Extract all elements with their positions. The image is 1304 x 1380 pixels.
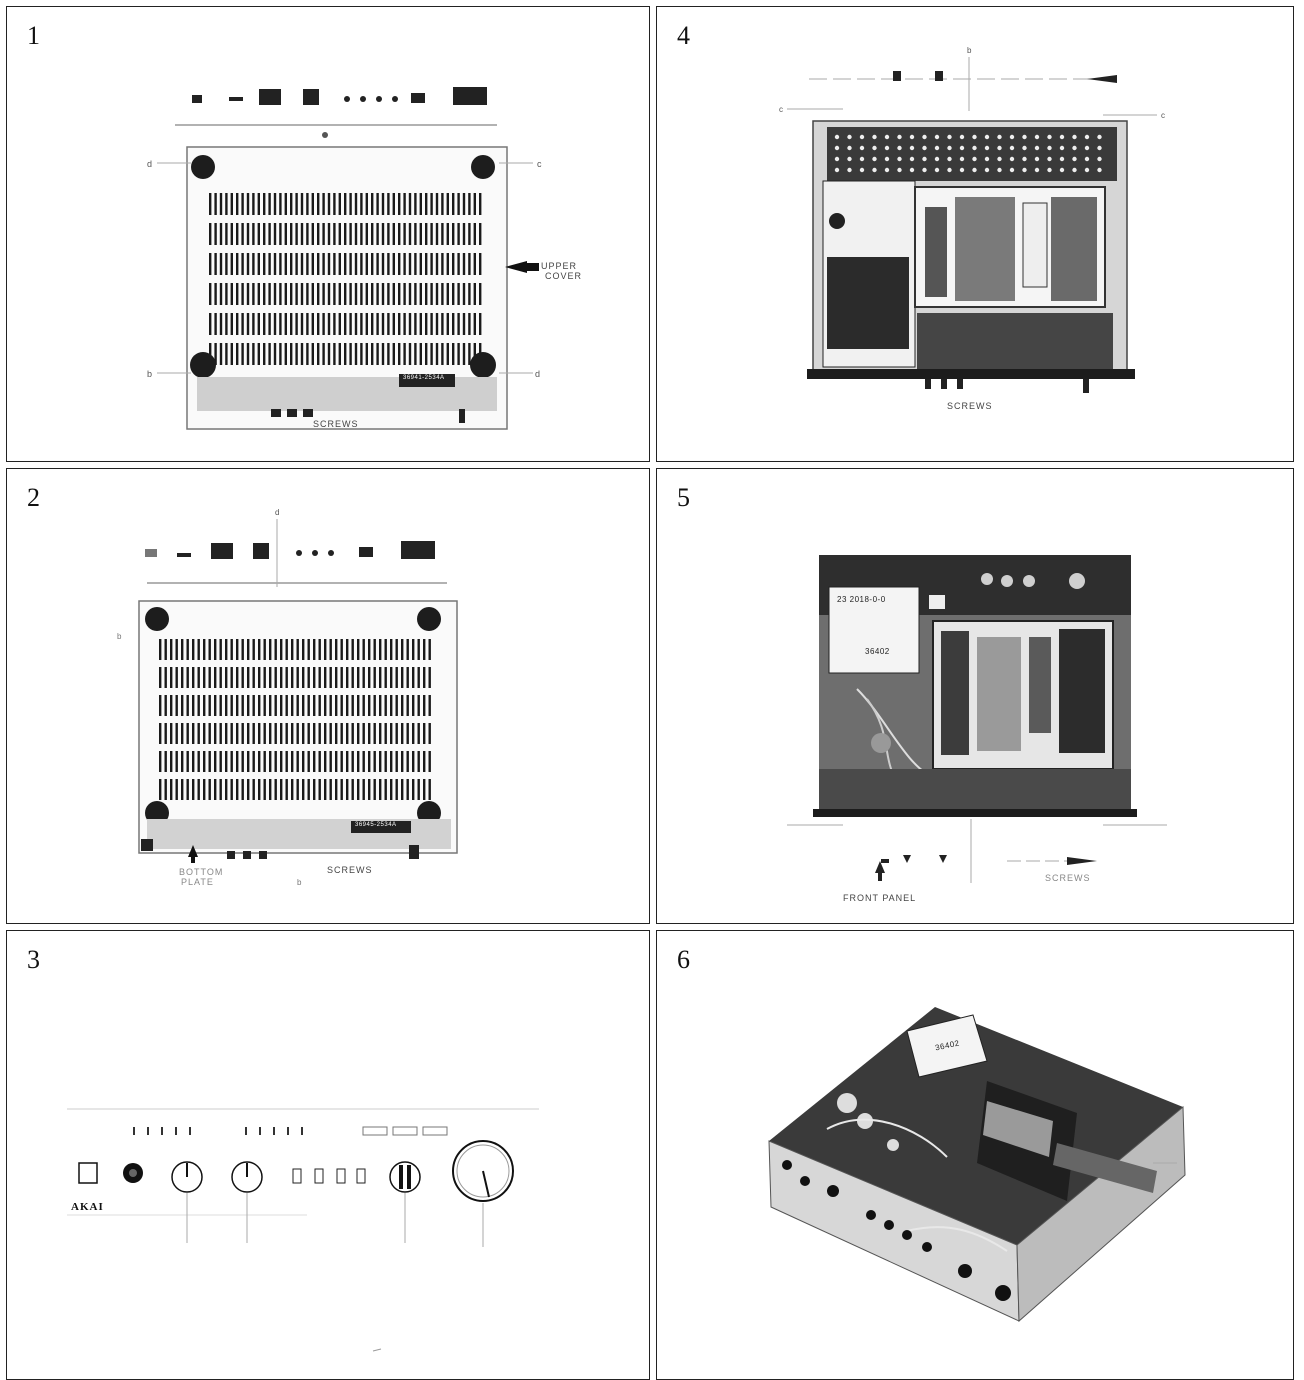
figure-number: 5 [677, 483, 690, 512]
svg-text:c: c [1161, 111, 1165, 120]
svg-text:b: b [297, 878, 302, 887]
screws-label: SCREWS [1045, 873, 1091, 883]
svg-text:b: b [117, 632, 122, 641]
svg-text:d: d [535, 369, 540, 379]
transformer-label-2: 36402 [865, 647, 890, 656]
figure-panel-5: 5 23 2018-0-0 36402 SCREWS FRONT PANEL [656, 468, 1294, 924]
bottom-label: BOTTOM [179, 867, 224, 877]
screws-label: SCREWS [313, 419, 359, 429]
svg-text:c: c [779, 105, 783, 114]
transformer-label-1: 23 2018-0-0 [837, 595, 886, 604]
cover-label: COVER [545, 271, 583, 281]
tag-label: 36941-2534A [403, 375, 445, 381]
plate-label: PLATE [181, 877, 214, 887]
figure-panel-2: 2 d b b 36945-2534A SCREWS BOTTOM PLATE [6, 468, 650, 924]
figure-number: 6 [677, 945, 690, 974]
top-interior-photo: b c c [779, 46, 1165, 393]
svg-text:b: b [967, 46, 972, 55]
figure-number: 4 [677, 21, 690, 50]
bottom-cover-photo: d c b d [147, 87, 542, 430]
bottom-plate-photo: d b b [117, 508, 458, 887]
figure-number: 1 [27, 21, 40, 50]
front-panel-controls-photo [67, 1108, 539, 1352]
svg-text:b: b [147, 369, 152, 379]
figure-panel-4: 4 b c c SCREWS [656, 6, 1294, 462]
screws-label: SCREWS [327, 865, 373, 875]
tag-label: 36945-2534A [355, 822, 397, 828]
figure-panel-1: 1 d c b d 36941-253 [6, 6, 650, 462]
svg-text:c: c [537, 159, 542, 169]
perspective-interior-photo [768, 1007, 1186, 1323]
brand-logo-text: AKAI [71, 1201, 104, 1213]
upper-label: UPPER [541, 261, 578, 271]
screws-label: SCREWS [947, 401, 993, 411]
figure-panel-3: 3 AKAI [6, 930, 650, 1380]
front-panel-label: FRONT PANEL [843, 893, 917, 903]
figure-panel-6: 6 36402 [656, 930, 1294, 1380]
front-panel-interior-photo [787, 555, 1167, 883]
figure-number: 2 [27, 483, 40, 512]
svg-text:d: d [275, 508, 279, 517]
figure-number: 3 [27, 945, 40, 974]
svg-text:d: d [147, 159, 152, 169]
